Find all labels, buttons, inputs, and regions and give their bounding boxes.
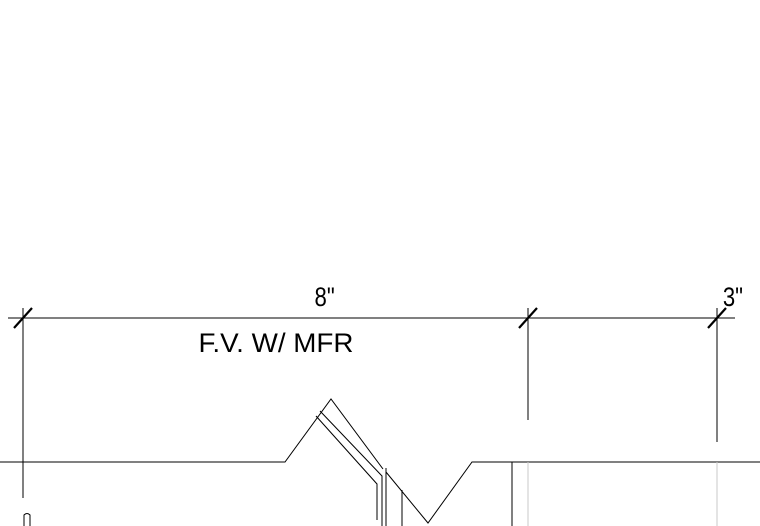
dimension-tick-left bbox=[13, 307, 33, 329]
peak-inner-line-1 bbox=[315, 415, 378, 520]
profile-line-left bbox=[0, 398, 384, 470]
note-fv-w-mfr: F.V. W/ MFR bbox=[199, 328, 354, 358]
cutoff-glyph bbox=[23, 513, 31, 526]
profile-valley bbox=[385, 461, 760, 524]
dimension-tick-middle bbox=[518, 307, 538, 329]
dimension-tick-right bbox=[707, 307, 727, 329]
dimension-label-3in: 3" bbox=[723, 283, 743, 313]
dimension-label-8in: 8" bbox=[315, 283, 335, 313]
peak-inner-line-2 bbox=[319, 410, 383, 526]
